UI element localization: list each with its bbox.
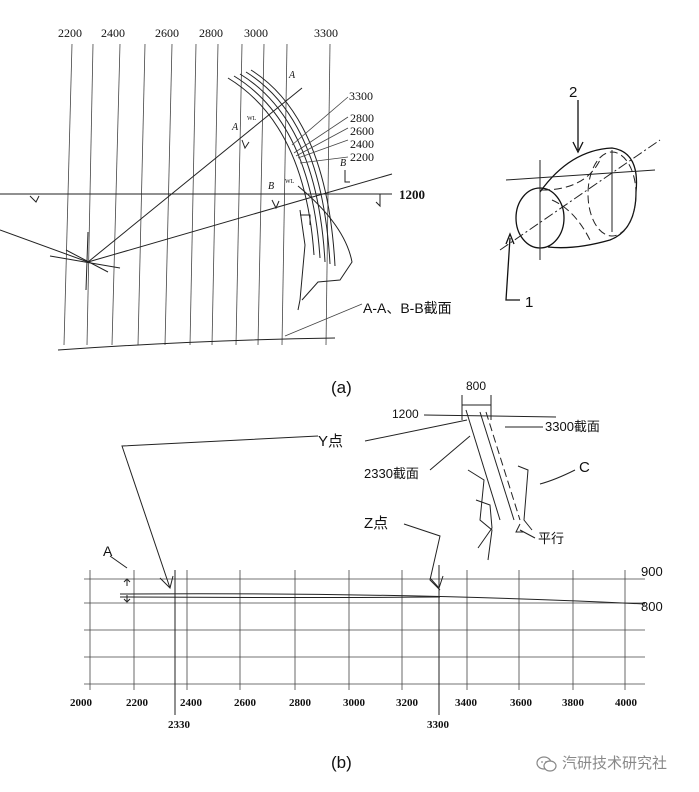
panel-b: A 2330 3300 900 800 2000 2200 2400 2600 … bbox=[70, 379, 663, 772]
a-section-label-3300: 3300 bbox=[349, 89, 373, 103]
watermark: 汽研技术研究社 bbox=[536, 752, 667, 773]
b-tick-3200: 3200 bbox=[396, 697, 419, 709]
a-section-arrow-b bbox=[271, 199, 280, 210]
b-level-1200: 1200 bbox=[392, 407, 419, 421]
a-tick-2200: 2200 bbox=[58, 26, 82, 40]
a-section-arrow-a bbox=[241, 139, 250, 150]
a-caption: (a) bbox=[331, 378, 352, 397]
b-marker-2330: 2330 bbox=[168, 719, 191, 731]
a-section-note: A-A、B-B截面 bbox=[363, 300, 452, 316]
a-level-1200: 1200 bbox=[399, 187, 425, 202]
b-dim-800: 800 bbox=[466, 379, 486, 393]
ellipse-label-2: 2 bbox=[569, 84, 577, 101]
b-section-3300: 3300截面 bbox=[545, 419, 600, 434]
watermark-text: 汽研技术研究社 bbox=[562, 754, 668, 772]
b-parallel: 平行 bbox=[538, 531, 564, 546]
b-tick-3800: 3800 bbox=[562, 697, 585, 709]
b-tick-2200: 2200 bbox=[126, 697, 149, 709]
a-section-label-2600: 2600 bbox=[350, 124, 374, 138]
b-tick-2600: 2600 bbox=[234, 697, 257, 709]
b-tick-2800: 2800 bbox=[289, 697, 312, 709]
panel-a: 2200 2400 2600 2800 3000 3300 bbox=[0, 26, 452, 397]
a-mark-b1: B bbox=[340, 158, 346, 169]
b-y-point: Y点 bbox=[318, 433, 343, 450]
a-section-label-2800: 2800 bbox=[350, 111, 374, 125]
b-grid bbox=[84, 570, 645, 690]
a-section-label-2200: 2200 bbox=[350, 150, 374, 164]
a-tick-2400: 2400 bbox=[101, 26, 125, 40]
a-tick-3300: 3300 bbox=[314, 26, 338, 40]
b-right-900: 900 bbox=[641, 564, 663, 579]
b-c-label: C bbox=[579, 459, 590, 476]
b-caption: (b) bbox=[331, 753, 352, 772]
b-marker-3300: 3300 bbox=[427, 719, 450, 731]
wechat-icon bbox=[536, 755, 557, 772]
b-tick-2000: 2000 bbox=[70, 697, 93, 709]
a-tick-2800: 2800 bbox=[199, 26, 223, 40]
b-tick-3600: 3600 bbox=[510, 697, 533, 709]
b-right-800: 800 bbox=[641, 599, 663, 614]
a-rays bbox=[0, 87, 393, 291]
b-tick-2400: 2400 bbox=[180, 697, 203, 709]
ellipse-label-1: 1 bbox=[525, 294, 533, 311]
a-mark-wl2: WL bbox=[285, 179, 295, 185]
b-tick-3400: 3400 bbox=[455, 697, 478, 709]
b-tick-3000: 3000 bbox=[343, 697, 366, 709]
a-tick-3000: 3000 bbox=[244, 26, 268, 40]
ellipse-detail: 2 1 bbox=[499, 84, 661, 311]
a-section-label-2400: 2400 bbox=[350, 137, 374, 151]
a-mark-a2: A bbox=[231, 122, 239, 133]
a-mark-b2: B bbox=[268, 181, 274, 192]
a-windscreen-sections bbox=[227, 69, 353, 311]
b-section-2330: 2330截面 bbox=[364, 466, 419, 481]
a-section-leaders bbox=[291, 96, 349, 164]
a-tick-2600: 2600 bbox=[155, 26, 179, 40]
a-mark-a1: A bbox=[288, 70, 296, 81]
b-tick-4000: 4000 bbox=[615, 697, 638, 709]
b-z-point: Z点 bbox=[364, 515, 388, 532]
a-mark-wl1: WL bbox=[247, 116, 257, 122]
b-a-label: A bbox=[103, 543, 113, 559]
